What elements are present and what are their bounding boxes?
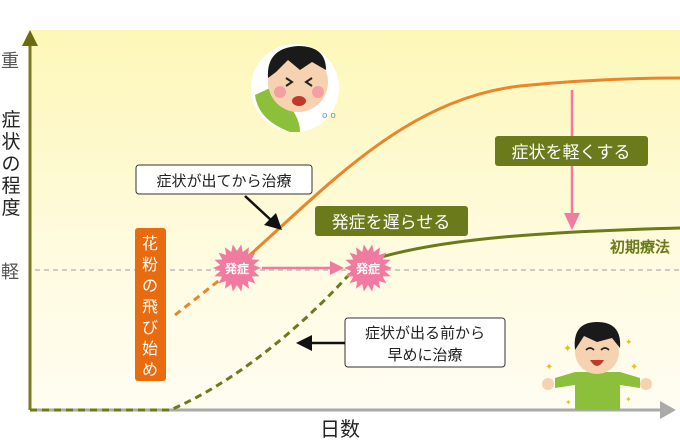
y-title-char: 症 [1,109,20,131]
pollen-start-label: 花 粉 の 飛 び 始 め [142,234,158,379]
y-title-char: の [1,153,20,175]
initial-therapy-label: 初期療法 [610,238,670,256]
x-axis-title: 日数 [320,417,360,440]
pollen-start-char: 始 [142,339,158,358]
svg-text:✦: ✦ [625,338,633,348]
green-curve-dashed [30,267,357,412]
pollen-start-box [135,228,166,381]
green-curve-initial-therapy [364,226,680,264]
after-symptoms-arrow-line [244,195,273,222]
pollen-start-char: め [142,360,158,379]
y-axis-arrow-icon [22,30,38,46]
y-title-char: 度 [1,197,20,219]
pollen-start-char: 粉 [142,255,158,274]
lighten-label-box [495,136,648,166]
delay-label: 発症を遅らせる [332,213,451,233]
y-bottom-label: 軽 [1,262,19,283]
svg-text:✦: ✦ [545,362,553,373]
lighten-arrow-icon [564,213,580,230]
early-treatment-line1: 症状が出る前から [365,324,485,342]
svg-text:✦: ✦ [630,362,638,373]
onset-burst-1 [213,244,261,292]
y-title-char: 状 [1,131,20,153]
y-axis-title: 症 状 の 程 度 [1,109,20,219]
y-top-label: 重 [1,51,19,72]
early-treatment-arrow-icon [296,335,312,351]
svg-text:✦: ✦ [565,398,572,407]
pollen-start-char: の [142,276,158,295]
happy-boy-illustration: ✦ ✦ ✦ ✦ ✦ ✦ [542,322,652,410]
svg-text:o o: o o [322,111,336,121]
starburst-icon [213,244,261,292]
onset-label-2: 発症 [355,261,380,276]
svg-text:✦: ✦ [625,395,632,404]
x-axis-arrow-icon [660,401,676,419]
pollen-start-char: 飛 [142,297,158,316]
orange-curve-untreated [234,76,680,270]
delay-arrow-icon [330,261,344,275]
onset-burst-2 [344,244,392,292]
after-symptoms-arrow-icon [264,213,282,230]
pollen-start-char: び [142,318,158,337]
starburst-icon [344,244,392,292]
onset-label-1: 発症 [224,261,249,276]
sick-boy-illustration: o o [251,44,339,132]
y-title-char: 程 [1,175,20,197]
lighten-label: 症状を軽くする [512,143,631,163]
after-symptoms-box [135,164,313,195]
pollen-start-char: 花 [142,234,158,253]
svg-text:✦: ✦ [563,342,572,355]
after-symptoms-label: 症状が出てから治療 [156,172,291,190]
delay-label-box [315,206,468,236]
early-treatment-line2: 早めに治療 [387,346,462,364]
